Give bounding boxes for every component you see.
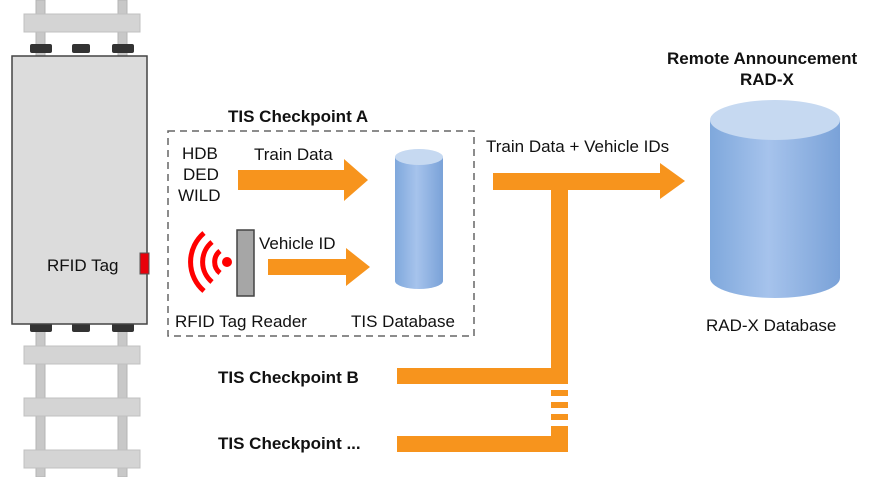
checkpoint-b-line [397,368,568,384]
checkpoint-a-title: TIS Checkpoint A [228,107,369,126]
main-link-bar [493,173,663,190]
sleeper [23,449,141,469]
wheel [112,323,134,332]
vertical-trunk [551,188,568,384]
connector-lines [397,163,685,452]
vehicle-id-arrow [268,248,370,286]
rfid-waves-icon [188,231,232,293]
sleeper [23,13,141,33]
rad-x-database-label: RAD-X Database [706,316,837,335]
wheel [112,44,134,53]
train-data-arrow [238,159,368,201]
railcar-body [11,55,148,325]
railcar [11,44,150,332]
wheel [30,323,52,332]
trunk-dash [551,390,568,396]
detector-hdb: HDB [182,144,218,163]
checkpoint-more-title: TIS Checkpoint ... [218,434,361,453]
tis-database-label: TIS Database [351,312,455,331]
rad-x-database-cylinder [710,100,840,298]
wheel [30,44,52,53]
checkpoint-a-frame [167,130,475,337]
tis-database-cylinder [395,149,443,289]
checkpoint-more-line [397,436,568,452]
wheel [72,44,90,53]
rfid-tag [139,252,150,275]
wheel [72,323,90,332]
vehicle-id-label: Vehicle ID [259,234,336,253]
remote-title-line2: RAD-X [740,70,794,89]
sleeper [23,345,141,365]
rfid-tag-label: RFID Tag [47,256,119,275]
train-data-label: Train Data [254,145,333,164]
link-arrow-head [660,163,685,199]
detector-wild: WILD [178,186,221,205]
rfid-tag-reader [188,229,255,297]
detector-ded: DED [183,165,219,184]
trunk-dash [551,414,568,420]
reader-device [236,229,255,297]
rfid-reader-label: RFID Tag Reader [175,312,307,331]
remote-title-line1: Remote Announcement [667,49,858,68]
link-label: Train Data + Vehicle IDs [486,137,670,156]
trunk-dash [551,402,568,408]
checkpoint-b-title: TIS Checkpoint B [218,368,359,387]
sleeper [23,397,141,417]
